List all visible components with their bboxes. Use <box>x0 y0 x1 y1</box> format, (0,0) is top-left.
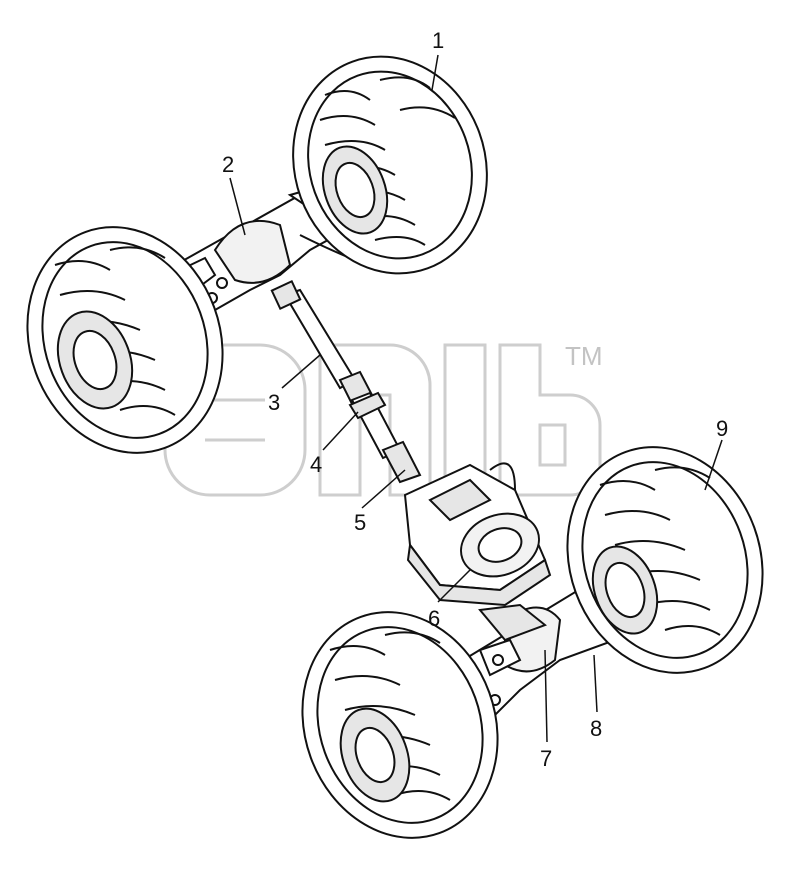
callout-4: 4 <box>310 452 322 477</box>
transmission <box>403 462 552 607</box>
callout-6: 6 <box>428 606 440 631</box>
callout-8: 8 <box>590 716 602 741</box>
callout-7: 7 <box>540 746 552 771</box>
leader-lines <box>229 54 723 743</box>
callout-9: 9 <box>716 416 728 441</box>
front-left-wheel <box>301 611 499 839</box>
drive-shaft <box>270 279 422 484</box>
front-right-wheel <box>566 446 764 674</box>
callout-1: 1 <box>432 28 444 53</box>
callout-2: 2 <box>222 152 234 177</box>
rear-right-wheel <box>292 55 488 275</box>
callout-5: 5 <box>354 510 366 535</box>
rear-left-wheel <box>26 226 224 454</box>
trademark-mark: TM <box>565 341 603 371</box>
callout-3: 3 <box>268 390 280 415</box>
callout-labels: 1 2 3 4 5 6 7 8 9 <box>222 28 728 771</box>
